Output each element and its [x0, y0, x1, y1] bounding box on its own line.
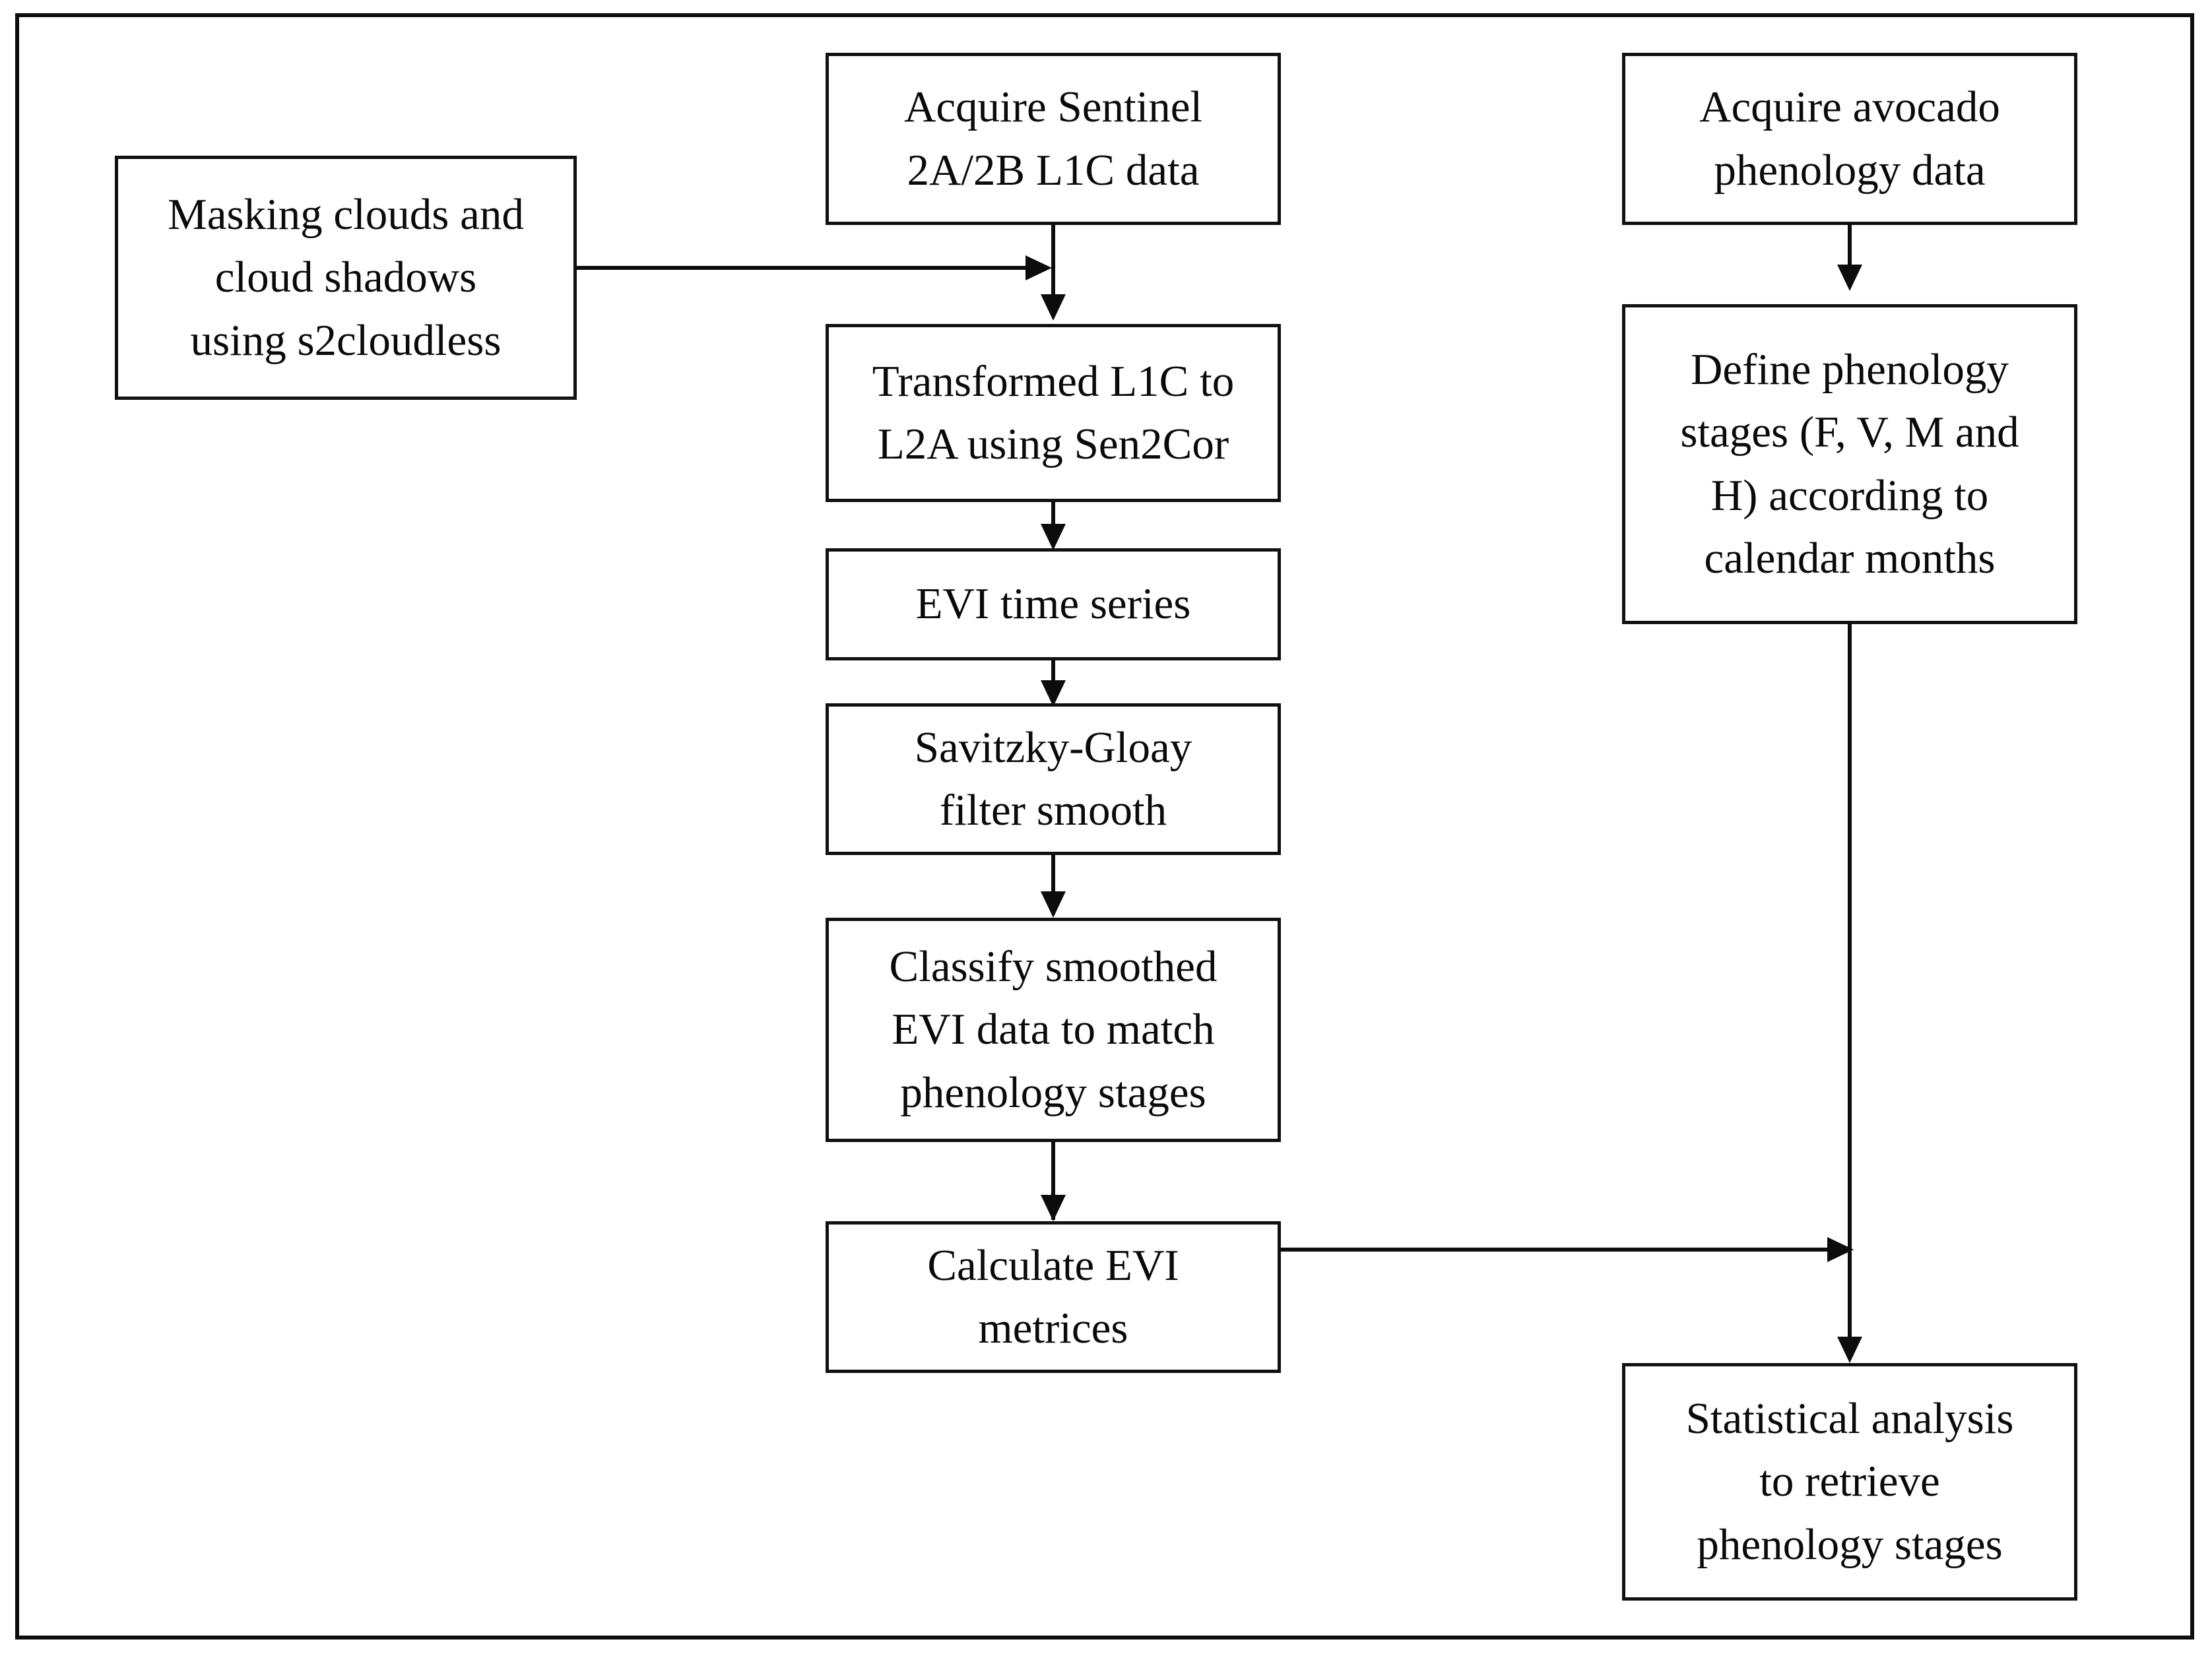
edge-masking-to-trunk-arrowhead — [1025, 255, 1052, 280]
edge-sentinel-to-transform-arrowhead — [1041, 294, 1066, 321]
node-classify-evi-label: Classify smoothed EVI data to match phen… — [889, 942, 1218, 1117]
node-masking-clouds: Masking clouds and cloud shadows using s… — [115, 156, 577, 400]
node-savitzky-filter-label: Savitzky-Gloay filter smooth — [914, 722, 1192, 835]
edge-savitzky-to-classify-line — [1051, 855, 1055, 914]
edge-transform-to-evi-arrowhead — [1041, 524, 1066, 550]
node-acquire-sentinel-label: Acquire Sentinel 2A/2B L1C data — [903, 82, 1203, 195]
edge-define-to-statistical-line — [1848, 624, 1852, 1356]
node-define-stages: Define phenology stages (F, V, M and H) … — [1622, 304, 2077, 624]
edge-classify-to-calculate-arrowhead — [1041, 1195, 1066, 1221]
edge-sentinel-to-transform-line — [1051, 225, 1055, 301]
figure-border: Acquire Sentinel 2A/2B L1C data Transfor… — [15, 13, 2194, 1640]
node-evi-time-series: EVI time series — [826, 548, 1281, 660]
node-acquire-phenology-label: Acquire avocado phenology data — [1699, 82, 2000, 195]
edge-metrics-to-trunk-arrowhead — [1827, 1237, 1854, 1262]
node-masking-clouds-label: Masking clouds and cloud shadows using s… — [168, 190, 524, 365]
node-define-stages-label: Define phenology stages (F, V, M and H) … — [1680, 345, 2019, 583]
edge-savitzky-to-classify-arrowhead — [1041, 891, 1066, 918]
edge-metrics-to-trunk-line — [1281, 1248, 1838, 1252]
node-classify-evi: Classify smoothed EVI data to match phen… — [826, 918, 1281, 1142]
node-transform-l1c: Transformed L1C to L2A using Sen2Cor — [826, 324, 1281, 502]
edge-classify-to-calculate-line — [1051, 1142, 1055, 1220]
node-transform-l1c-label: Transformed L1C to L2A using Sen2Cor — [872, 356, 1235, 468]
edge-phenology-to-define-arrowhead — [1837, 265, 1862, 291]
edge-define-to-statistical-arrowhead — [1837, 1337, 1862, 1363]
edge-masking-to-trunk-line — [577, 266, 1029, 270]
node-acquire-sentinel: Acquire Sentinel 2A/2B L1C data — [826, 53, 1281, 225]
node-calculate-metrics: Calculate EVI metrices — [826, 1221, 1281, 1373]
node-acquire-phenology: Acquire avocado phenology data — [1622, 53, 2077, 225]
node-calculate-metrics-label: Calculate EVI metrices — [927, 1240, 1179, 1353]
node-savitzky-filter: Savitzky-Gloay filter smooth — [826, 703, 1281, 855]
node-statistical-analysis-label: Statistical analysis to retrieve phenolo… — [1685, 1394, 2014, 1569]
node-evi-time-series-label: EVI time series — [915, 579, 1191, 629]
edge-phenology-to-define-line — [1848, 225, 1852, 284]
edge-evi-to-savitzky-arrowhead — [1041, 680, 1066, 707]
node-statistical-analysis: Statistical analysis to retrieve phenolo… — [1622, 1363, 2077, 1601]
edge-transform-to-evi-line — [1051, 502, 1055, 543]
